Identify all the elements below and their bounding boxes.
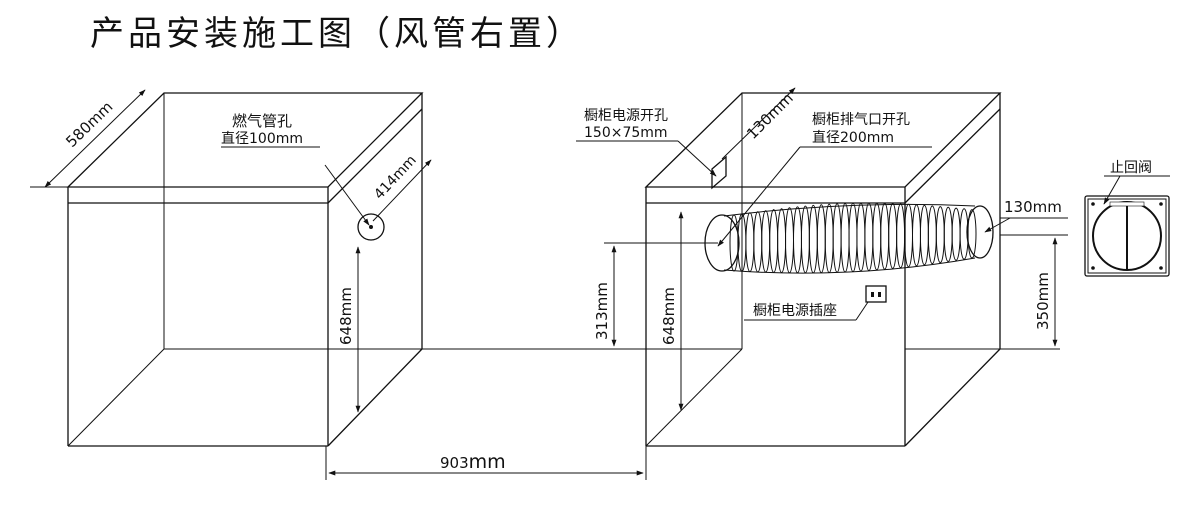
duct-rib [880,202,890,270]
duct-rib [951,207,961,261]
duct-rib [808,204,818,274]
duct-rib [761,210,771,273]
duct-rib [824,203,834,273]
gas-hole-title: 燃气管孔 [232,112,292,130]
duct-rib [745,212,755,273]
duct-rib [816,204,826,274]
exhaust-hole-callout: 橱柜排气口开孔 直径200mm [717,112,932,247]
gap-label: 903mm [440,451,506,473]
flexible-duct [704,202,994,274]
power-hole: 橱柜电源开孔 150×75mm 130mm [576,87,797,190]
duct-rib [864,202,874,272]
page-title: 产品安装施工图（风管右置） [90,14,584,54]
duct-rib [832,203,842,273]
duct-gap-label: 130mm [1004,198,1062,216]
duct-rib [896,203,906,269]
duct-rib [912,204,921,267]
right-cabinet [644,92,1002,447]
duct-gap-dimension: 130mm [984,198,1068,233]
duct-rib [785,207,794,274]
valve-height-label: 350mm [1034,272,1052,330]
duct-rib [888,203,898,269]
duct-rib [777,208,787,274]
duct-rib [943,206,953,262]
exhaust-height-label: 648mm [660,287,678,345]
exhaust-height-dimension: 313mm [593,242,718,347]
check-valve: 止回阀 [1084,160,1170,277]
duct-rib [769,209,779,273]
duct-rib [840,203,850,273]
power-hole-title: 橱柜电源开孔 [584,108,668,124]
exhaust-hole-title: 橱柜排气口开孔 [812,112,910,128]
valve-height-dimension: 350mm [1000,234,1068,347]
left-cabinet [66,92,424,447]
gap-dimension: 903mm [325,446,647,480]
gas-pipe-hole: 燃气管孔 直径100mm 414mm 648mm [221,112,432,413]
duct-rib [935,206,945,264]
duct-rib [800,205,810,274]
duct-rib [793,206,802,274]
duct-rib [967,209,977,259]
power-hole-size: 150×75mm [584,125,668,141]
duct-rib [904,203,913,268]
depth-label: 580mm [62,98,116,151]
duct-rib [856,202,866,272]
depth-dimension: 580mm [30,89,146,188]
duct-rib [927,205,937,265]
duct-rib [753,211,763,273]
exhaust-hole-height-dimension: 648mm [660,211,684,411]
exhaust-center-height-label: 313mm [593,282,611,340]
power-offset-label: 130mm [743,89,797,143]
gas-hole-diameter: 直径100mm [221,130,303,147]
duct-rib [872,202,882,271]
gap-value: 903 [440,454,469,472]
power-socket: 橱柜电源插座 [744,285,887,321]
check-valve-label: 止回阀 [1110,160,1152,176]
gas-offset-label: 414mm [371,152,420,202]
gas-height-label: 648mm [337,287,355,345]
duct-rib [919,204,929,266]
exhaust-hole-diameter: 直径200mm [812,129,894,146]
socket-label: 橱柜电源插座 [753,303,837,319]
gap-unit: mm [469,451,506,473]
duct-rib [848,202,858,272]
